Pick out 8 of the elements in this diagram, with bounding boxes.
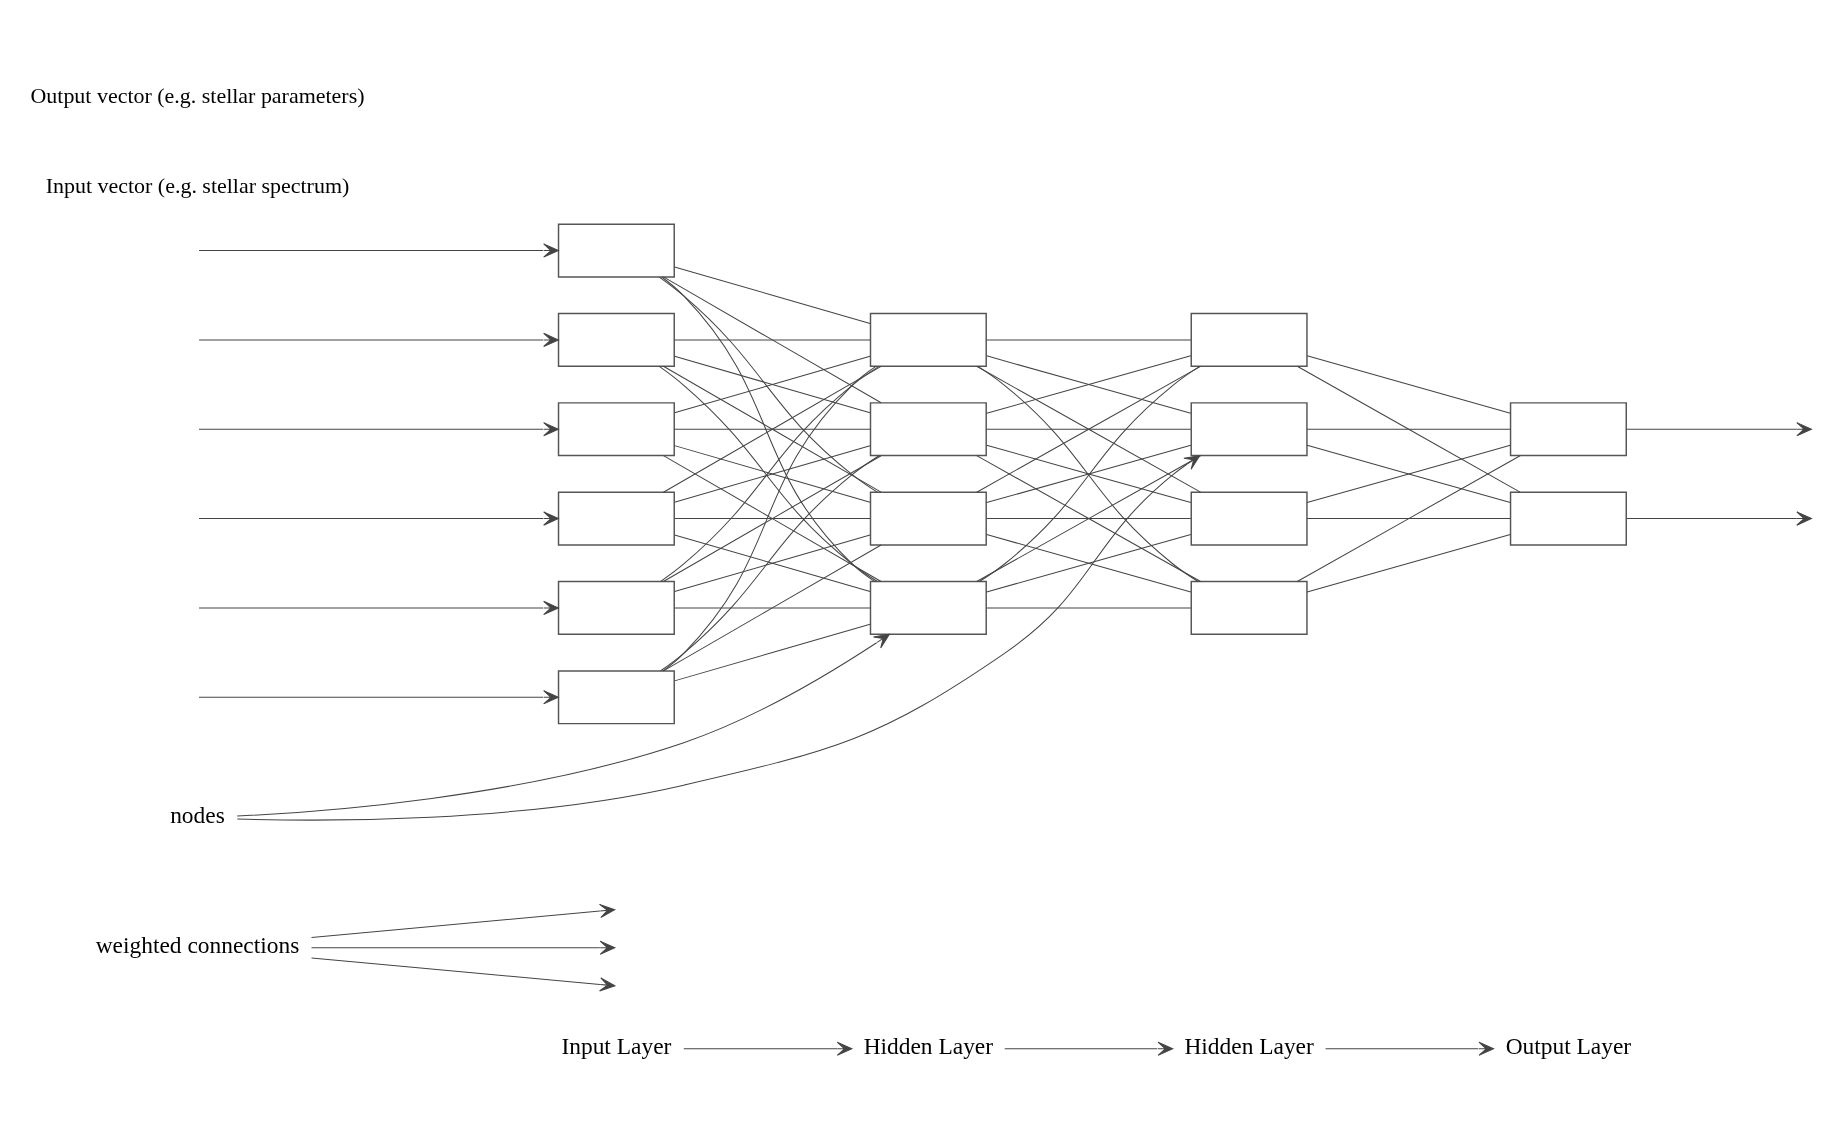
node-text: Hidden Layer — [1184, 1033, 1314, 1060]
node-text: weighted connections — [95, 932, 300, 959]
label: Input vector (e.g. stellar spectrum) — [45, 172, 350, 198]
node-text: Output Layer — [1505, 1033, 1632, 1060]
node-text: Input Layer — [561, 1033, 672, 1060]
label: Output vector (e.g. stellar parameters) — [30, 83, 365, 109]
node-text: Hidden Layer — [863, 1033, 994, 1060]
node-text: nodes — [170, 801, 225, 828]
